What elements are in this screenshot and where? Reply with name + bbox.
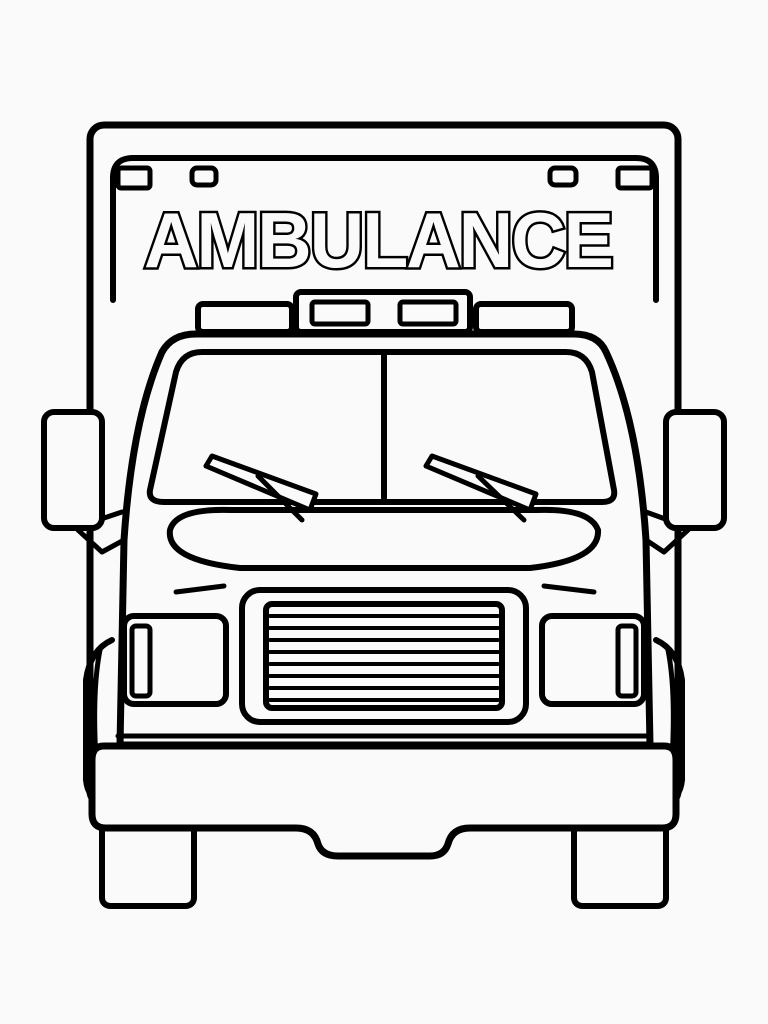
box-marker-light-right-outer <box>615 165 655 191</box>
box-marker-light-left-outer <box>115 165 153 191</box>
mirror-right <box>643 409 727 555</box>
box-marker-light-right-inner <box>547 165 579 188</box>
front-bumper <box>88 742 680 860</box>
windshield <box>146 349 618 505</box>
tire-right <box>571 817 669 909</box>
tire-left <box>99 817 197 909</box>
headlight-right <box>539 613 647 707</box>
roof-light-bar <box>195 289 575 335</box>
box-marker-light-left-inner <box>189 165 219 188</box>
hood-line-right <box>541 583 597 595</box>
mirror-left <box>41 409 127 555</box>
ambulance-label: AMBULANCE <box>144 196 612 284</box>
hood <box>166 506 601 571</box>
hood-line-left <box>173 583 227 595</box>
headlight-left <box>121 613 229 707</box>
grille <box>239 587 529 725</box>
